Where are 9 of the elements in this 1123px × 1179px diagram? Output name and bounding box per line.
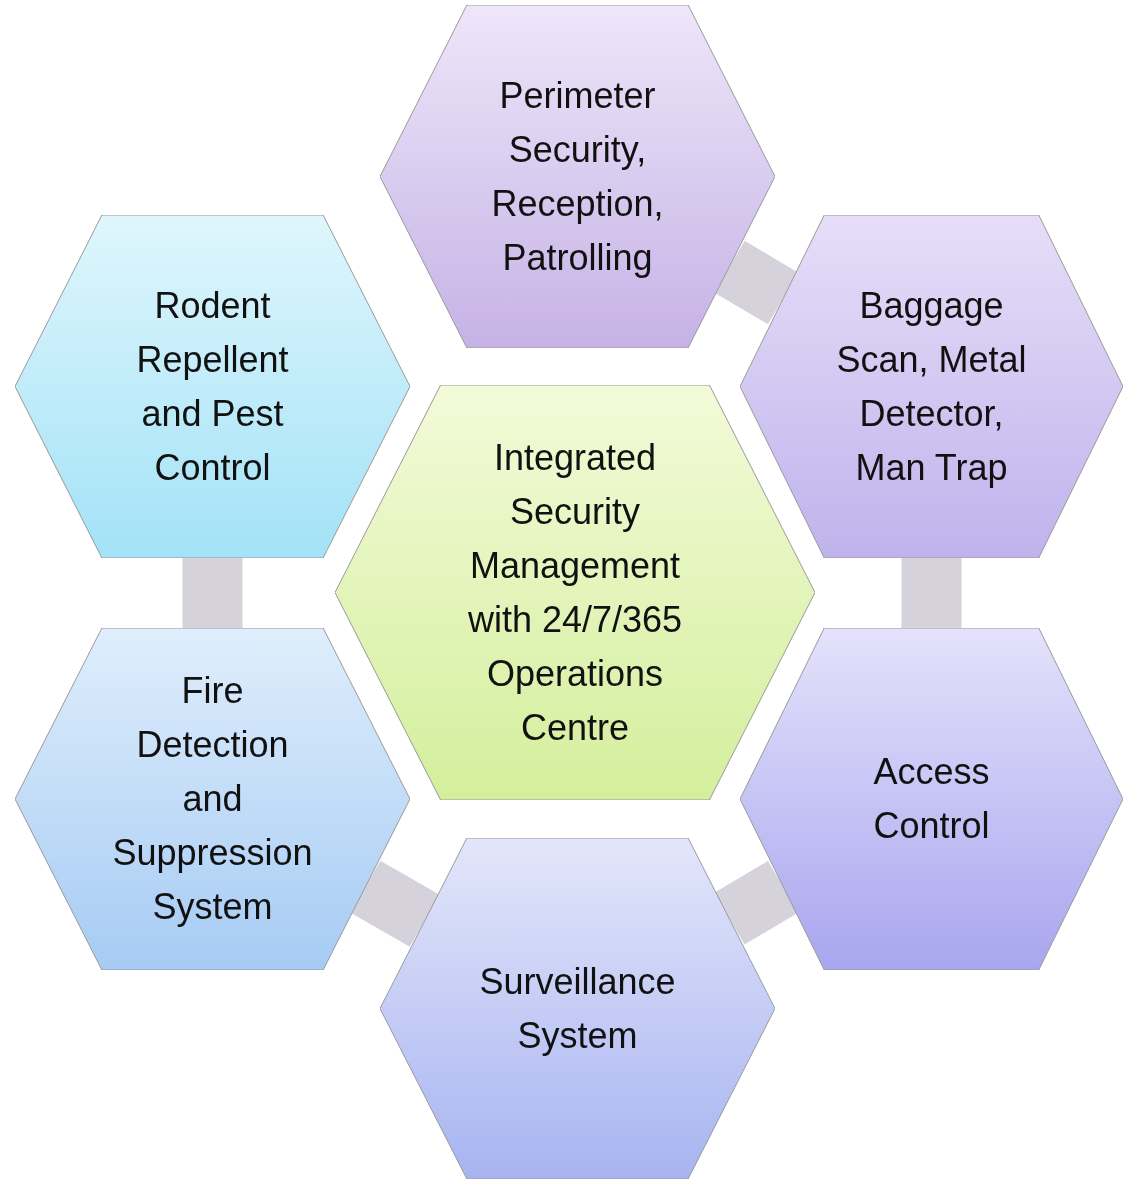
- hexagon-label: Perimeter Security, Reception, Patrolling: [490, 73, 665, 280]
- hexagon-label: Baggage Scan, Metal Detector, Man Trap: [835, 283, 1028, 490]
- hexagon-label: Surveillance System: [478, 959, 677, 1058]
- connector-band: [350, 860, 440, 947]
- connector-band: [901, 558, 962, 628]
- hexagon-label: Fire Detection and Suppression System: [111, 669, 314, 929]
- hexagon-label: Rodent Repellent and Pest Control: [135, 283, 290, 490]
- hexagon-label: Integrated Security Management with 24/7/365 Operations Centre: [466, 435, 684, 750]
- hexagon-label: Access Control: [872, 750, 991, 848]
